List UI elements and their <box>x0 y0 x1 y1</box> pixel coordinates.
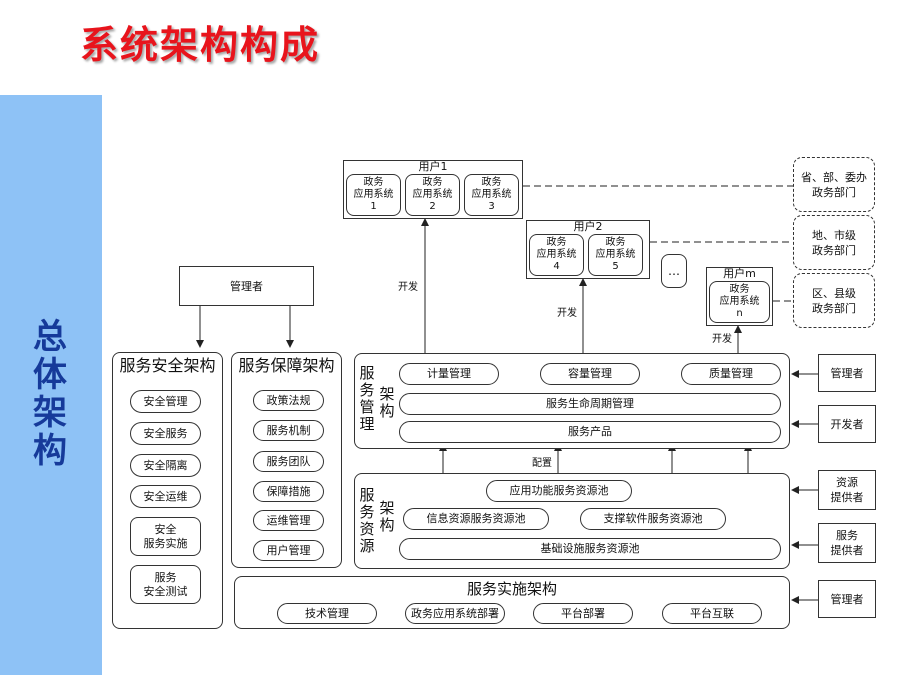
sidebar-title-char: 总 <box>33 317 67 357</box>
guarantee-item: 政策法规 <box>253 390 324 411</box>
actor-developer: 开发者 <box>818 405 876 443</box>
guarantee-architecture-title: 服务保障架构 <box>238 356 335 375</box>
app-function-pool: 应用功能服务资源池 <box>486 480 632 502</box>
security-item: 安全服务 <box>130 422 201 445</box>
impl-item: 政务应用系统部署 <box>405 603 505 624</box>
resource-title-a: 服务 资源 <box>359 486 375 555</box>
actor-service-provider: 服务 提供者 <box>818 523 876 563</box>
develop-label: 开发 <box>557 308 577 319</box>
security-item: 安全管理 <box>130 390 201 413</box>
guarantee-item: 服务团队 <box>253 451 324 472</box>
security-item: 安全隔离 <box>130 454 201 477</box>
config-label: 配置 <box>532 458 552 469</box>
sidebar-title-char: 体 <box>33 355 67 395</box>
info-resource-pool: 信息资源服务资源池 <box>403 508 549 530</box>
develop-label: 开发 <box>712 334 732 345</box>
service-product: 服务产品 <box>399 421 781 443</box>
actor-manager: 管理者 <box>818 354 876 392</box>
quality-management: 质量管理 <box>681 363 781 385</box>
capacity-management: 容量管理 <box>540 363 640 385</box>
dept-county: 区、县级 政务部门 <box>793 273 875 328</box>
security-item: 安全运维 <box>130 485 201 508</box>
security-architecture-title: 服务安全架构 <box>119 356 216 375</box>
management-title-b: 架 构 <box>379 385 395 420</box>
dept-municipal: 地、市级 政务部门 <box>793 215 875 270</box>
sidebar-title-char: 构 <box>33 431 67 471</box>
guarantee-item: 用户管理 <box>253 540 324 561</box>
more-users-ellipsis: … <box>661 254 687 288</box>
impl-item: 平台互联 <box>662 603 762 624</box>
guarantee-item: 运维管理 <box>253 510 324 531</box>
actor-manager-impl: 管理者 <box>818 580 876 618</box>
guarantee-item: 服务机制 <box>253 420 324 441</box>
security-item: 安全 服务实施 <box>130 517 201 556</box>
guarantee-item: 保障措施 <box>253 481 324 502</box>
dept-provincial: 省、部、委办 政务部门 <box>793 157 875 212</box>
sidebar-title-char: 架 <box>33 393 67 433</box>
user-label: 用户m <box>723 267 756 280</box>
user-label: 用户2 <box>573 220 603 233</box>
management-title-a: 服务 管理 <box>359 364 375 433</box>
top-manager-box: 管理者 <box>179 266 314 306</box>
infrastructure-pool: 基础设施服务资源池 <box>399 538 781 560</box>
lifecycle-management: 服务生命周期管理 <box>399 393 781 415</box>
support-software-pool: 支撑软件服务资源池 <box>580 508 726 530</box>
user-label: 用户1 <box>418 160 448 173</box>
metering-management: 计量管理 <box>399 363 499 385</box>
impl-item: 平台部署 <box>533 603 633 624</box>
actor-resource-provider: 资源 提供者 <box>818 470 876 510</box>
security-item: 服务 安全测试 <box>130 565 201 604</box>
page-title: 系统架构构成 <box>80 23 321 67</box>
resource-title-b: 架 构 <box>379 499 395 534</box>
implementation-architecture-title: 服务实施架构 <box>466 580 557 598</box>
develop-label: 开发 <box>398 282 418 293</box>
impl-item: 技术管理 <box>277 603 377 624</box>
left-sidebar-band <box>0 95 102 675</box>
sidebar-vertical-title: 总 体 架 构 <box>30 318 70 470</box>
